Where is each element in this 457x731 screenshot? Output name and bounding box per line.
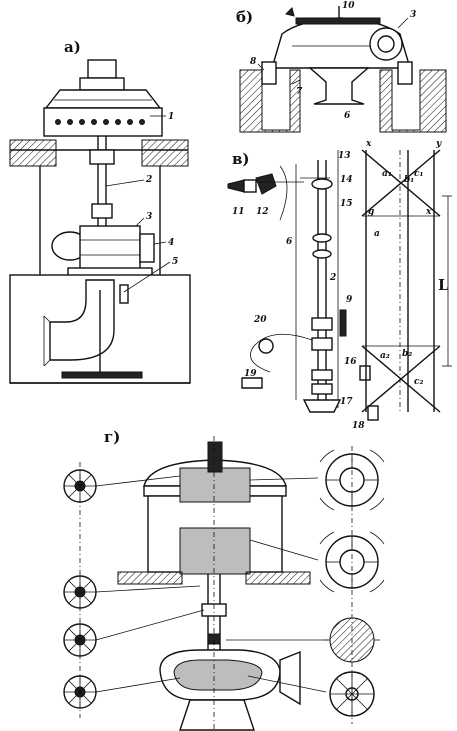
left-circle-2: [63, 575, 97, 609]
callout-v-17: 17: [340, 397, 353, 407]
callout-a-4: 4: [168, 238, 174, 248]
callouts-v: 13 14 11 12 15 6 2 9 20 16 19 17 18 x y …: [232, 139, 449, 431]
panel-a: а): [9, 38, 191, 384]
callout-v-a1: a₁: [382, 169, 392, 179]
callout-b-7: 7: [296, 87, 303, 97]
callout-v-x-mid: x: [425, 207, 432, 217]
callouts-b: 10 3 8 7 6: [250, 1, 416, 121]
callout-v-a: a: [374, 229, 380, 239]
panel-label-v: в): [232, 150, 250, 168]
callout-v-L: L: [438, 276, 449, 294]
callout-v-b1: b₁: [404, 175, 414, 185]
callout-b-6: 6: [344, 111, 351, 121]
callout-a-1: 1: [168, 112, 174, 122]
alignment-diagram: [361, 149, 452, 413]
panel-label-g: г): [104, 428, 120, 446]
callout-v-14: 14: [340, 175, 353, 185]
left-circle-3: [63, 623, 97, 657]
callout-v-c1: c₁: [414, 169, 423, 179]
callout-v-2: 2: [329, 273, 336, 283]
callout-v-b2: b₂: [402, 349, 412, 359]
callout-b-10: 10: [342, 1, 355, 11]
callout-v-15: 15: [340, 199, 353, 209]
callout-v-g: g: [368, 207, 374, 217]
panel-label-a: а): [64, 38, 81, 56]
callout-v-16: 16: [344, 357, 357, 367]
callout-a-2: 2: [145, 175, 152, 185]
callout-a-5: 5: [172, 257, 178, 267]
callout-v-11: 11: [232, 207, 245, 217]
panel-g: г): [63, 428, 385, 731]
sighting-device: [227, 165, 304, 221]
callout-v-18: 18: [352, 421, 365, 431]
callout-v-19: 19: [244, 369, 257, 379]
callout-v-a2: a₂: [380, 351, 390, 361]
callout-b-8: 8: [250, 57, 257, 67]
callout-v-13: 13: [338, 151, 351, 161]
callout-v-y: y: [435, 139, 442, 149]
callouts-a: 1 2 3 4 5: [105, 112, 178, 293]
callout-v-c2: c₂: [414, 377, 423, 387]
callout-v-20: 20: [253, 315, 267, 325]
callout-a-3: 3: [146, 212, 152, 222]
callout-v-9: 9: [346, 295, 353, 305]
callout-v-x-top: x: [365, 139, 372, 149]
panel-label-b: б): [236, 8, 253, 26]
pump-casing-a: [51, 225, 155, 279]
callout-v-6: 6: [286, 237, 293, 247]
pump-shaft-v: [302, 160, 347, 413]
panel-v: в): [227, 139, 452, 431]
motor-top: [43, 59, 163, 137]
callout-v-12: 12: [256, 207, 269, 217]
panel-b: б) 10 3 8 7 6: [236, 1, 447, 133]
callout-b-3: 3: [410, 10, 416, 20]
vertical-pump-unit: [117, 441, 311, 731]
